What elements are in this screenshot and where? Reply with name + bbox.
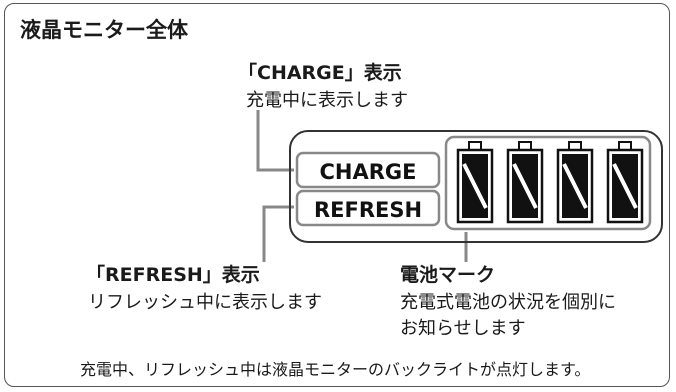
battery-mark-callout-line-1: 充電式電池の状況を個別に	[400, 292, 616, 313]
refresh-indicator-text: REFRESH	[314, 198, 422, 222]
charge-indicator-text: CHARGE	[320, 160, 417, 184]
battery-mark-group	[444, 135, 652, 231]
battery-icon	[606, 141, 644, 224]
battery-segment-stripe	[612, 163, 638, 209]
charge-indicator-box	[295, 151, 441, 189]
lcd-outline	[289, 130, 663, 243]
diagram-title: 液晶モニター全体	[20, 18, 188, 42]
battery-icon	[556, 141, 594, 224]
refresh-callout-heading: 「REFRESH」表示	[86, 264, 260, 286]
battery-segment-stripe	[562, 163, 588, 209]
refresh-indicator-box	[295, 189, 441, 227]
footnote: 充電中、リフレッシュ中は液晶モニターのバックライトが点灯します。	[80, 360, 591, 379]
charge-leader-line	[256, 110, 294, 172]
battery-icon	[506, 141, 544, 224]
battery-icon	[456, 141, 494, 224]
refresh-callout-description: リフレッシュ中に表示します	[88, 292, 322, 313]
battery-mark-callout-line-2: お知らせします	[400, 318, 526, 339]
battery-segment-stripe	[512, 163, 538, 209]
panel-frame	[4, 3, 670, 387]
charge-callout-description: 充電中に表示します	[246, 90, 408, 111]
charge-callout-heading: 「CHARGE」表示	[238, 62, 402, 84]
battery-icons	[456, 141, 644, 224]
refresh-leader-line	[262, 205, 294, 262]
battery-segment-stripe	[462, 163, 488, 209]
battery-mark-callout-heading: 電池マーク	[400, 264, 496, 286]
